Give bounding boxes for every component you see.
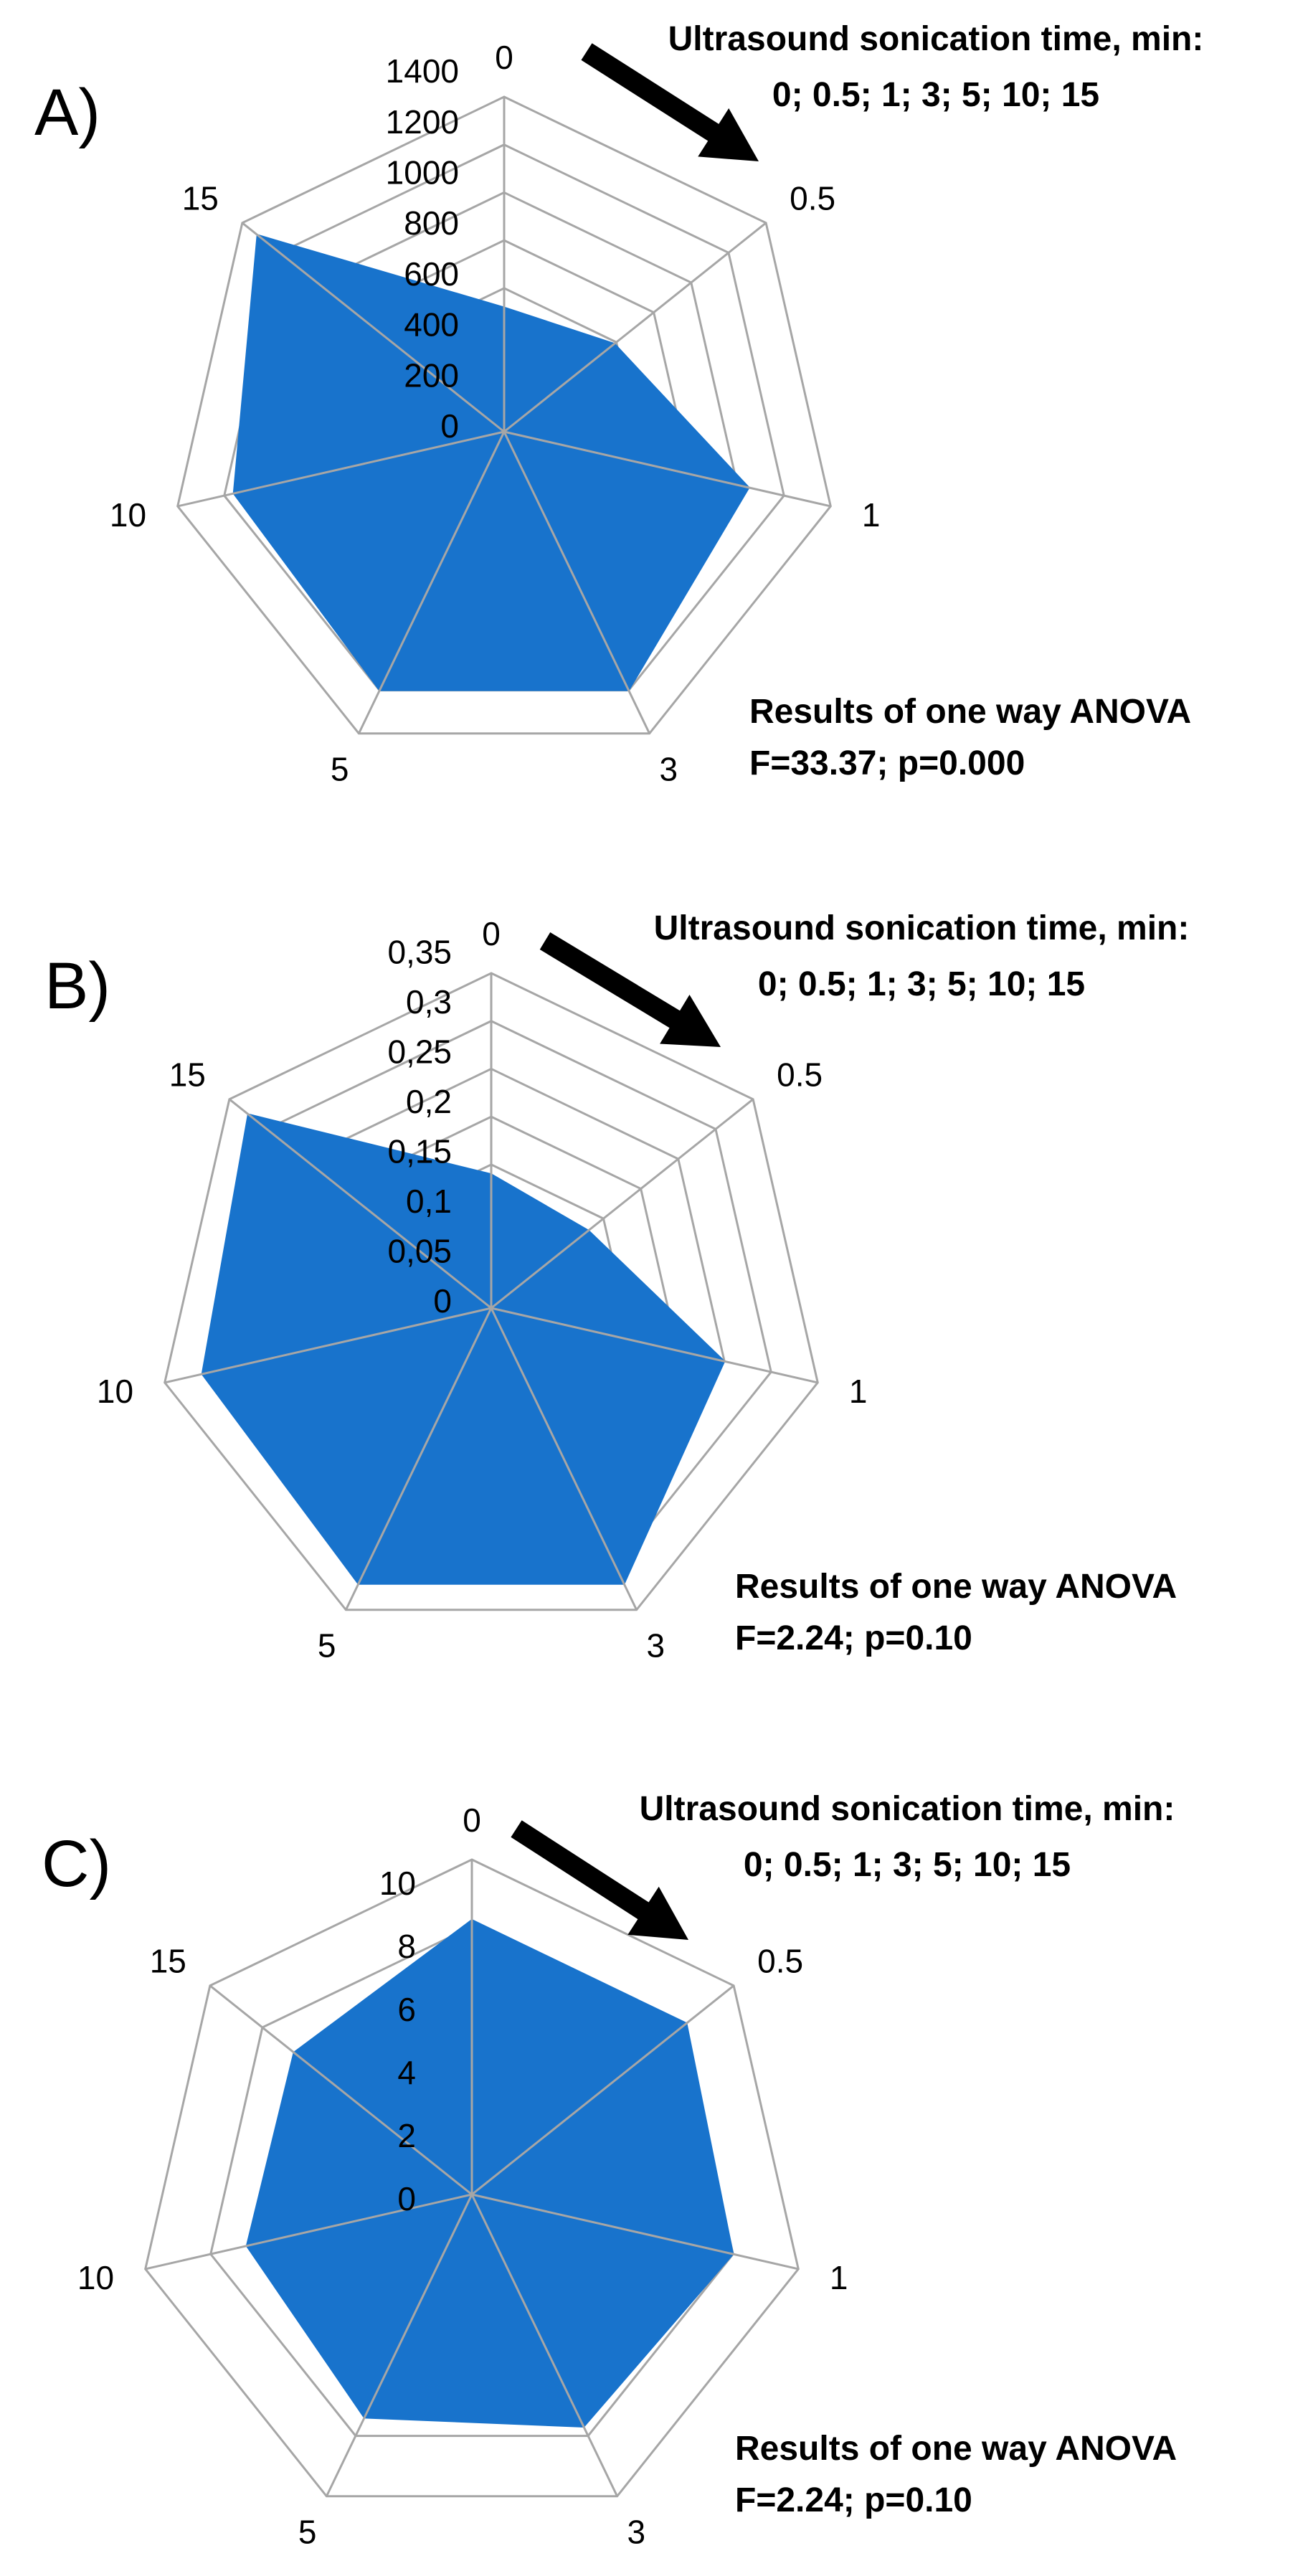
category-label: 3	[627, 2513, 645, 2550]
radial-tick-label: 800	[404, 204, 459, 242]
axis-spoke	[491, 1098, 754, 1310]
axis-spoke	[145, 2193, 473, 2270]
radial-tick-label: 0,35	[387, 934, 452, 971]
arrow-icon	[511, 1820, 688, 1940]
axis-spoke	[503, 430, 831, 508]
radial-tick-label: 1000	[386, 154, 459, 191]
axis-spoke	[177, 430, 505, 508]
axis-spoke	[326, 2194, 473, 2497]
radial-tick-label: 0,3	[406, 983, 452, 1021]
category-label: 15	[150, 1943, 186, 1980]
category-label: 10	[97, 1373, 133, 1410]
legend-title: Ultrasound sonication time, min:	[654, 909, 1190, 947]
category-label: 0.5	[777, 1056, 823, 1094]
legend-values: 0; 0.5; 1; 3; 5; 10; 15	[772, 76, 1099, 114]
category-label: 15	[182, 180, 219, 217]
category-label: 3	[646, 1626, 665, 1664]
category-label: 10	[77, 2259, 114, 2296]
axis-spoke	[471, 2193, 799, 2270]
panel-letter: B)	[44, 950, 110, 1023]
category-label: 0	[482, 915, 501, 952]
arrow-icon	[581, 43, 759, 161]
radial-tick-label: 0	[433, 1282, 452, 1320]
radar-panel-b: B) 0 0.5 1 3 5 10 15 0 0,05 0,1 0,15 0,2 0,25 0,3 0,35 U…	[44, 909, 1189, 1664]
radar-panel-c: C) 0 0.5 1 3 5 10 15 0 2 4 6 8 10 Ultrasound sonicatio…	[42, 1790, 1177, 2550]
stats-result: F=2.24; p=0.10	[735, 1619, 972, 1657]
radial-tick-label: 600	[404, 255, 459, 293]
data-series-area	[201, 1113, 726, 1585]
axis-spoke	[241, 222, 505, 433]
radial-tick-label: 6	[397, 1991, 416, 2028]
radial-tick-label: 400	[404, 306, 459, 344]
radial-tick-label: 2	[397, 2117, 416, 2154]
axis-spoke	[209, 1984, 473, 2196]
radial-tick-label: 0,15	[387, 1133, 452, 1170]
legend-values: 0; 0.5; 1; 3; 5; 10; 15	[744, 1846, 1071, 1884]
category-label: 1	[830, 2259, 848, 2296]
radial-tick-label: 4	[397, 2054, 416, 2091]
radial-tick-label: 0,2	[406, 1083, 452, 1120]
grid-ring	[144, 1858, 800, 2498]
category-label: 0.5	[790, 180, 835, 217]
legend-values: 0; 0.5; 1; 3; 5; 10; 15	[758, 965, 1085, 1003]
radial-tick-label: 0,05	[387, 1233, 452, 1270]
data-series-area	[232, 234, 750, 691]
stats-title: Results of one way ANOVA	[735, 2430, 1177, 2468]
stats-title: Results of one way ANOVA	[735, 1568, 1177, 1606]
radial-tick-label: 200	[404, 356, 459, 394]
radial-tick-label: 0	[440, 407, 459, 445]
arrow-icon	[539, 932, 721, 1047]
axis-spoke	[470, 2194, 618, 2497]
axis-spoke	[491, 1307, 818, 1384]
radial-tick-label: 0,1	[406, 1183, 452, 1220]
radial-tick-label: 0,25	[387, 1033, 452, 1071]
category-label: 15	[169, 1056, 206, 1094]
radial-tick-label: 0	[397, 2180, 416, 2217]
axis-spoke	[503, 222, 767, 433]
category-label: 5	[318, 1626, 336, 1664]
radial-tick-label: 1200	[386, 103, 459, 141]
axis-spoke	[228, 1098, 492, 1310]
category-label: 5	[298, 2513, 317, 2550]
panel-letter: C)	[42, 1827, 111, 1900]
stats-result: F=2.24; p=0.10	[735, 2481, 972, 2519]
stats-title: Results of one way ANOVA	[749, 693, 1191, 731]
radial-tick-label: 10	[379, 1865, 416, 1902]
grid-ring	[176, 95, 832, 735]
category-label: 1	[849, 1373, 868, 1410]
category-label: 3	[659, 750, 678, 787]
axis-spoke	[164, 1307, 492, 1384]
radial-tick-label: 8	[397, 1928, 416, 1965]
axis-spoke	[490, 1307, 638, 1611]
axis-spoke	[503, 431, 650, 734]
stats-result: F=33.37; p=0.000	[749, 744, 1025, 782]
axis-spoke	[345, 1307, 493, 1611]
radar-panel-a: A) 0 0.5 1 3 5 10 15 0 200 400 600 800 1000 1200 1400 Ul…	[34, 20, 1203, 787]
category-label: 0	[495, 39, 513, 76]
legend-title: Ultrasound sonication time, min:	[668, 20, 1204, 58]
category-label: 0	[463, 1801, 481, 1839]
category-label: 5	[331, 750, 349, 787]
category-label: 1	[862, 496, 881, 534]
legend-title: Ultrasound sonication time, min:	[640, 1790, 1175, 1828]
grid-ring	[164, 972, 819, 1611]
axis-spoke	[471, 1984, 735, 2196]
panel-letter: A)	[34, 76, 100, 149]
radial-tick-label: 1400	[386, 52, 459, 90]
axis-spoke	[358, 431, 506, 734]
category-label: 10	[110, 496, 146, 534]
category-label: 0.5	[757, 1943, 803, 1980]
data-series-area	[245, 1918, 734, 2428]
